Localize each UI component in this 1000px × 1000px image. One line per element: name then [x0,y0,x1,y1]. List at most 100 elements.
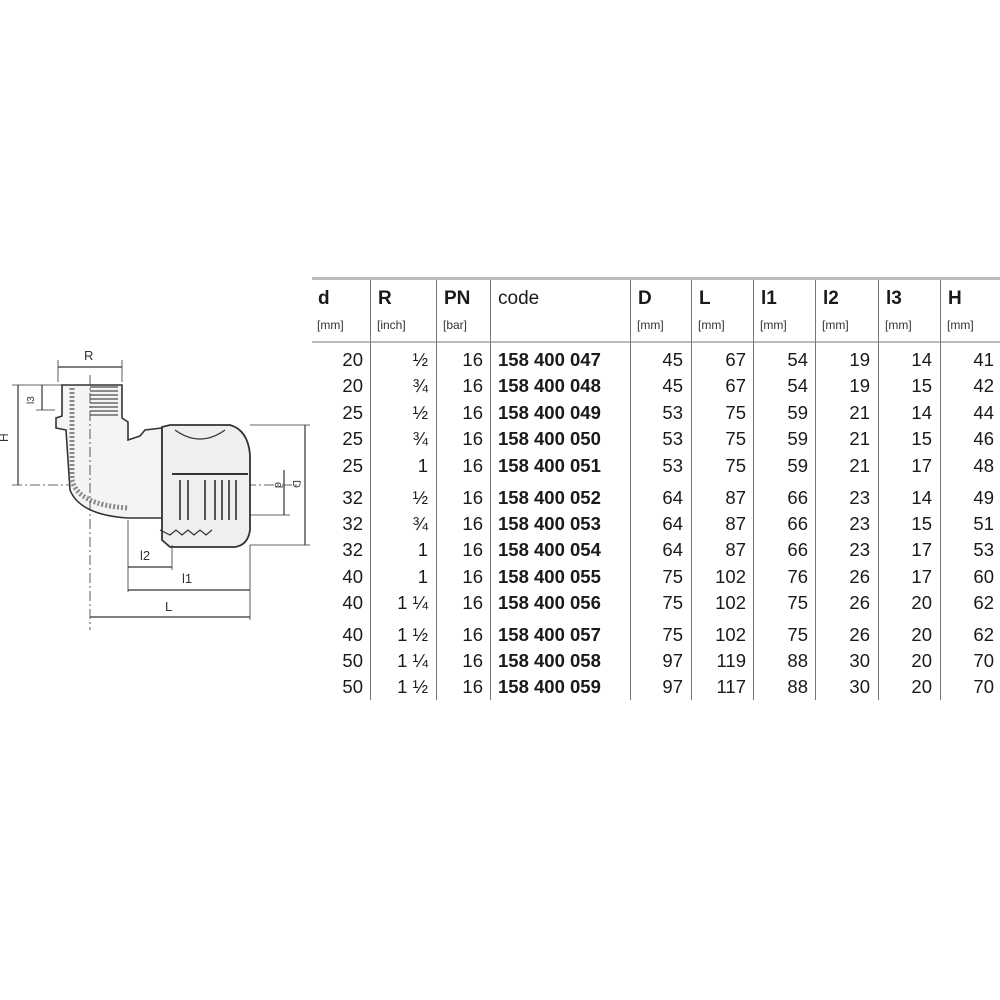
column-divider [940,280,941,700]
column-divider [436,280,437,700]
table-cell: 16 [462,592,483,613]
table-cell: ¾ [412,375,428,396]
product-code: 158 400 056 [498,592,601,613]
table-cell: 16 [462,428,483,449]
table-cell: 14 [911,402,932,423]
table-cell: 16 [462,402,483,423]
table-cell: 75 [787,624,808,645]
table-cell: 67 [725,375,746,396]
table-cell: 67 [725,349,746,370]
table-cell: ½ [412,402,428,423]
label-D-outer: D [290,480,302,488]
column-header: l1 [761,288,777,309]
product-code: 158 400 052 [498,487,601,508]
label-r: R [84,348,93,363]
table-cell: 20 [342,375,363,396]
table-cell: 16 [462,624,483,645]
table-cell: 51 [973,513,994,534]
product-code: 158 400 057 [498,624,601,645]
column-divider [630,280,631,700]
column-unit: [mm] [947,318,974,332]
table-cell: 66 [787,487,808,508]
fitting-body [55,384,163,519]
label-L: L [165,599,172,614]
table-cell: 42 [973,375,994,396]
product-code: 158 400 048 [498,375,601,396]
table-cell: 53 [973,539,994,560]
table-cell: 16 [462,676,483,697]
column-header: l2 [823,288,839,309]
label-l3: l3 [26,396,37,404]
label-l1: l1 [182,571,192,586]
table-cell: 16 [462,566,483,587]
table-cell: 60 [973,566,994,587]
label-h: H [0,433,11,442]
table-cell: 45 [662,349,683,370]
table-cell: 26 [849,624,870,645]
product-code: 158 400 053 [498,513,601,534]
table-cell: 15 [911,513,932,534]
label-d: d [272,482,284,488]
table-cell: ½ [412,349,428,370]
table-cell: 102 [715,566,746,587]
table-cell: 64 [662,487,683,508]
table-cell: 1 [417,455,428,476]
column-unit: [mm] [317,318,344,332]
table-cell: 59 [787,402,808,423]
table-cell: 14 [911,349,932,370]
column-header: d [318,288,330,309]
table-cell: 32 [342,513,363,534]
table-cell: 21 [849,428,870,449]
product-code: 158 400 049 [498,402,601,423]
compression-nut [161,424,251,548]
column-header: code [498,288,540,309]
table-cell: 25 [342,455,363,476]
table-cell: 97 [662,676,683,697]
table-cell: 88 [787,676,808,697]
table-cell: 54 [787,349,808,370]
table-cell: 75 [725,402,746,423]
table-cell: 40 [342,566,363,587]
table-cell: 75 [662,592,683,613]
table-cell: 26 [849,566,870,587]
table-cell: 23 [849,487,870,508]
table-cell: 17 [911,539,932,560]
table-cell: 53 [662,402,683,423]
column-divider [490,280,491,700]
table-cell: 48 [973,455,994,476]
table-cell: 1 ¼ [397,650,428,671]
column-unit: [inch] [377,318,406,332]
product-code: 158 400 050 [498,428,601,449]
table-cell: 59 [787,455,808,476]
table-cell: 20 [911,624,932,645]
table-cell: 70 [973,676,994,697]
table-cell: 46 [973,428,994,449]
table-cell: 26 [849,592,870,613]
table-cell: 16 [462,455,483,476]
table-cell: 87 [725,487,746,508]
column-unit: [mm] [637,318,664,332]
table-cell: 40 [342,624,363,645]
column-header: H [948,288,962,309]
table-cell: 87 [725,539,746,560]
column-unit: [mm] [822,318,849,332]
table-cell: 1 [417,566,428,587]
table-cell: 102 [715,624,746,645]
table-cell: 1 ¼ [397,592,428,613]
table-cell: 76 [787,566,808,587]
column-divider [753,280,754,700]
table-cell: 75 [725,428,746,449]
table-cell: 17 [911,566,932,587]
table-cell: 75 [725,455,746,476]
table-cell: 44 [973,402,994,423]
product-code: 158 400 054 [498,539,601,560]
table-cell: 20 [342,349,363,370]
table-cell: 19 [849,349,870,370]
product-code: 158 400 059 [498,676,601,697]
table-cell: 32 [342,539,363,560]
elbow-fitting-drawing: R H l3 d D l2 l1 L [0,330,310,630]
product-code: 158 400 055 [498,566,601,587]
table-cell: 16 [462,513,483,534]
table-cell: 70 [973,650,994,671]
column-header: l3 [886,288,902,309]
